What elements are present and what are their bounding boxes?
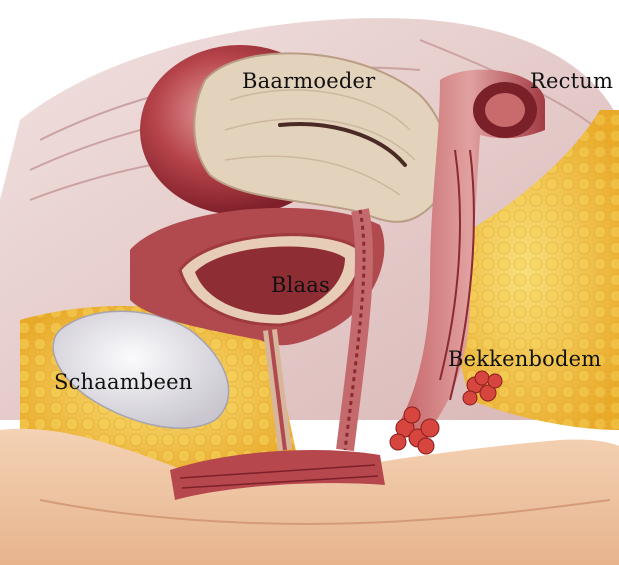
pelvic-floor-label: Bekkenbodem — [448, 347, 601, 371]
skin — [0, 429, 619, 565]
bladder-label: Blaas — [271, 273, 330, 297]
uterus-label: Baarmoeder — [242, 69, 375, 93]
pubic-bone-label: Schaambeen — [54, 370, 192, 394]
rectum-label: Rectum — [530, 69, 613, 93]
